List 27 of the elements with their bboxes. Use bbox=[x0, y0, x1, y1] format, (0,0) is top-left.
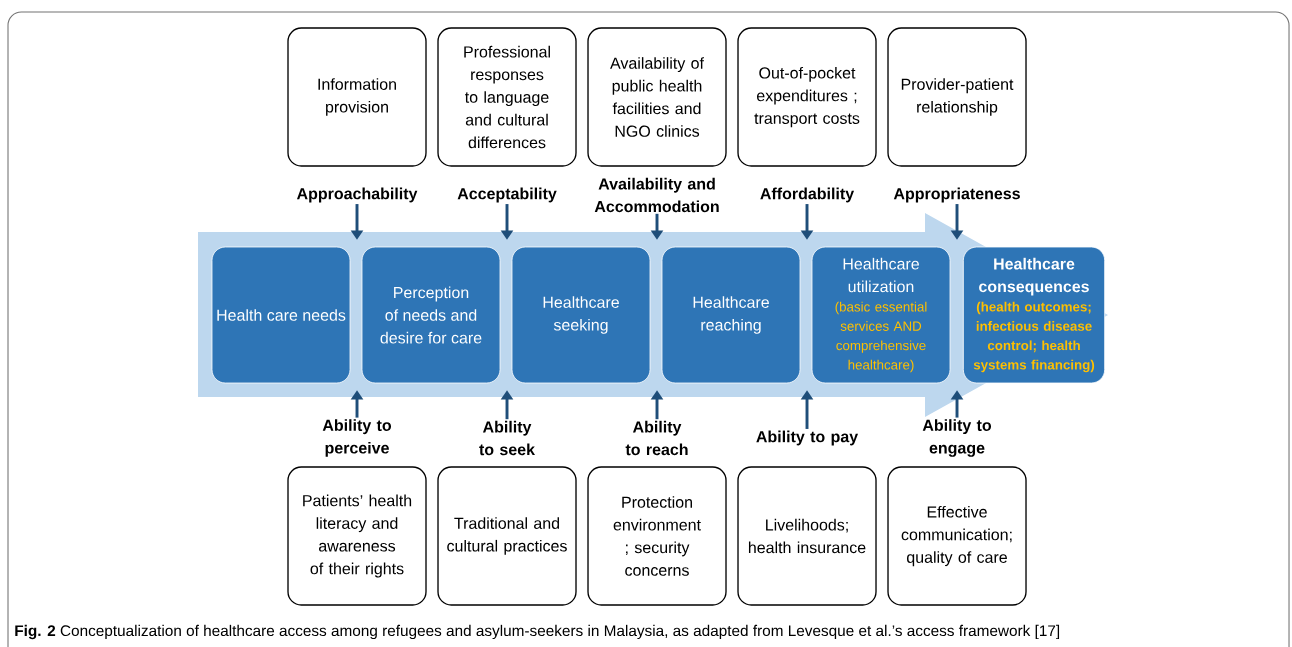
dimension-label: Appropriateness bbox=[893, 187, 1020, 203]
dimension-label: Ability to engage bbox=[922, 419, 992, 457]
dimension-label: Ability to reach bbox=[625, 420, 688, 456]
caption: Fig. 2 Conceptualization of healthcare access among refugees and asylum-seekers in Malaysia, as adapted from Levesque et al.’s access framework [17] bbox=[15, 624, 1060, 640]
dimension-label: Approachability bbox=[296, 187, 418, 203]
factor-box: Availability of public health facilities and NGO clinics bbox=[587, 27, 727, 167]
dimension-label: Availability and Accommodation bbox=[594, 177, 719, 213]
factor-box: Information provision bbox=[287, 27, 427, 167]
factor-box: Out-of-pocket expenditures ; transport costs bbox=[737, 27, 877, 167]
stage-box: Health care needs bbox=[211, 246, 351, 384]
dimension-label: Affordability bbox=[760, 187, 855, 203]
factor-box: Patients’ health literacy and awareness of their rights bbox=[287, 466, 427, 606]
dimension-label: Ability to seek bbox=[479, 420, 535, 456]
stage-box: Perception of needs and desire for care bbox=[361, 246, 501, 384]
factor-box: Provider-patient relationship bbox=[887, 27, 1027, 167]
factor-box: Traditional and cultural practices bbox=[437, 466, 577, 606]
factor-box: Effective communication; quality of care bbox=[887, 466, 1027, 606]
stage-box: Healthcare seeking bbox=[511, 246, 651, 384]
factor-box: Protection environment ; security concerns bbox=[587, 466, 727, 606]
factor-box: Livelihoods; health insurance bbox=[737, 466, 877, 606]
dimension-label: Acceptability bbox=[457, 187, 557, 203]
stage-box: Healthcare reaching bbox=[661, 246, 801, 384]
factor-box: Professional responses to language and cultural differences bbox=[437, 27, 577, 167]
stage-box: Healthcare utilization (basic essential services AND comprehensive healthcare) bbox=[811, 246, 951, 384]
dimension-label: Ability to pay bbox=[756, 430, 859, 446]
stage-box: Healthcare consequences (health outcomes; infectious disease control; health systems financing) bbox=[962, 246, 1106, 384]
dimension-label: Ability to perceive bbox=[322, 419, 392, 457]
